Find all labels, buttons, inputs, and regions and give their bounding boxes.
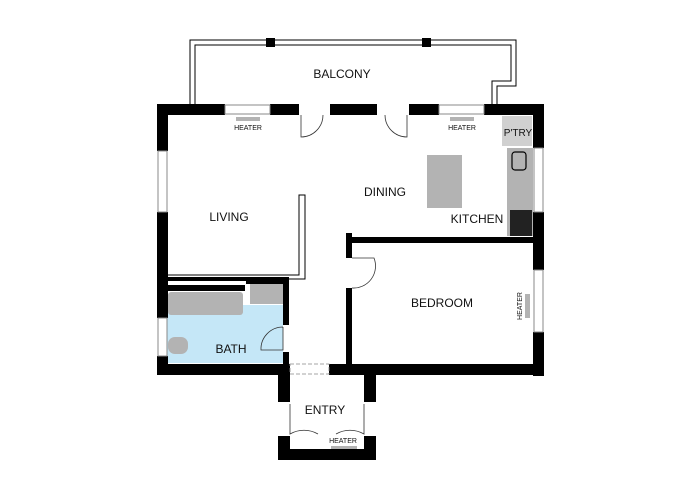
- room-label-pantry: P'TRY: [504, 128, 533, 139]
- room-label-balcony: BALCONY: [313, 67, 370, 81]
- heater-label-living: HEATER: [234, 125, 262, 132]
- heater-living-unit: [236, 117, 260, 121]
- walls: [157, 104, 544, 460]
- balcony-post: [266, 38, 275, 47]
- room-label-living: LIVING: [209, 210, 248, 224]
- heater-label-bedroom: HEATER: [517, 292, 524, 320]
- stove-icon: [510, 210, 532, 236]
- room-label-kitchen: KITCHEN: [451, 212, 504, 226]
- sink-icon: [511, 151, 527, 171]
- living-partition: [167, 194, 306, 280]
- doors: [260, 114, 408, 435]
- room-label-bath: BATH: [215, 342, 246, 356]
- pantry-area: [502, 116, 532, 146]
- heater-label-dining: HEATER: [448, 125, 476, 132]
- heater-entry-unit: [331, 446, 357, 449]
- balcony-post: [422, 38, 431, 47]
- bath-sink-icon: [250, 284, 283, 304]
- room-label-entry: ENTRY: [305, 403, 345, 417]
- room-label-bedroom: BEDROOM: [411, 296, 473, 310]
- windows: [157, 104, 544, 357]
- heater-dining-unit: [450, 117, 474, 121]
- heater-bedroom-unit: [525, 294, 530, 318]
- room-label-dining: DINING: [364, 185, 406, 199]
- bathtub-icon: [168, 292, 243, 315]
- kitchen-island: [427, 155, 462, 208]
- heater-label-entry: HEATER: [329, 438, 357, 445]
- toilet-icon: [168, 337, 188, 354]
- balcony-railing: [189, 39, 517, 104]
